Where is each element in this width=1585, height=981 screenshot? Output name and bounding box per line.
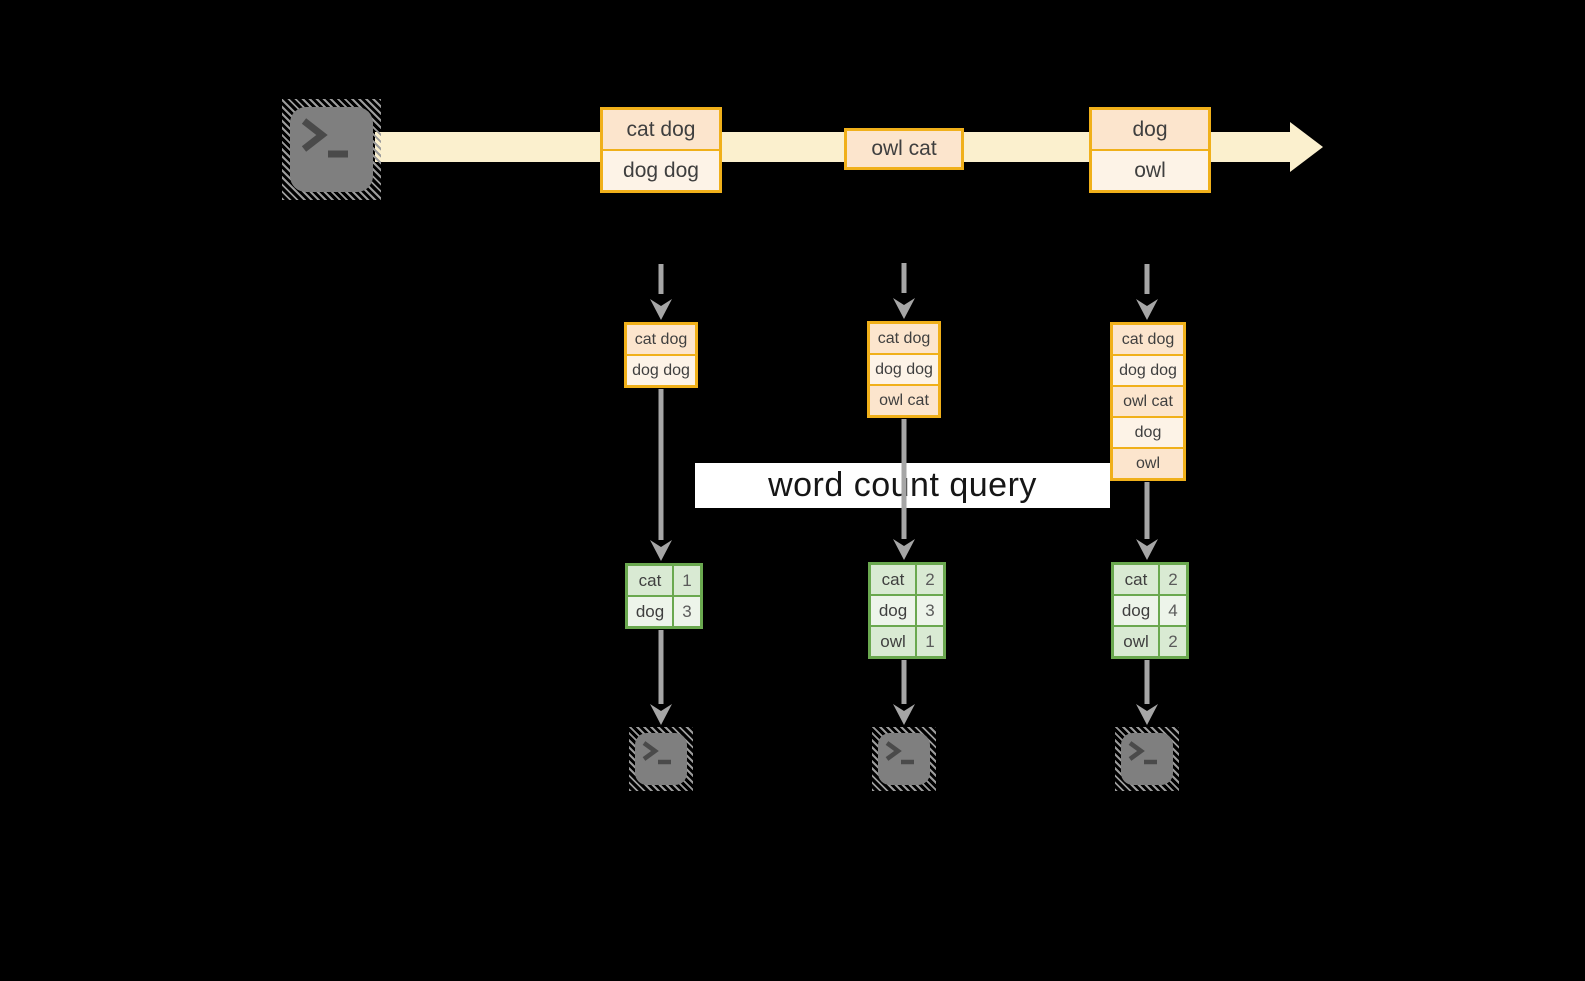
stream-row: cat dog [1113, 325, 1183, 354]
accumulated-stream-box-1: cat dog dog dog [624, 322, 698, 388]
count-word-cell: cat [871, 565, 915, 594]
terminal-icon-body [1121, 733, 1173, 785]
count-row: cat 1 [628, 566, 700, 595]
count-value-cell: 1 [674, 566, 700, 595]
stream-row: dog dog [870, 355, 938, 384]
count-row: cat 2 [871, 565, 943, 594]
stream-event-box-2: owl cat [844, 128, 964, 170]
terminal-icon-body [635, 733, 687, 785]
count-word-cell: owl [871, 627, 915, 656]
terminal-icon-body [878, 733, 930, 785]
count-word-cell: dog [628, 597, 672, 626]
count-table-3: cat 2 dog 4 owl 2 [1111, 562, 1189, 659]
terminal-icon-body [290, 107, 373, 192]
count-value-cell: 2 [1160, 627, 1186, 656]
count-row: owl 2 [1114, 627, 1186, 656]
query-result-arrows [650, 389, 1158, 561]
stream-row: dog dog [1113, 356, 1183, 385]
stream-event-box-1: cat dog dog dog [600, 107, 722, 193]
terminal-prompt-glyph [1128, 741, 1157, 765]
count-value-cell: 2 [1160, 565, 1186, 594]
stream-row: dog dog [627, 356, 695, 385]
terminal-output-icon-3 [1115, 727, 1179, 791]
terminal-output-icon-1 [629, 727, 693, 791]
accumulated-stream-box-3: cat dog dog dog owl cat dog owl [1110, 322, 1186, 481]
count-table-1: cat 1 dog 3 [625, 563, 703, 629]
count-row: dog 3 [628, 597, 700, 626]
count-row: owl 1 [871, 627, 943, 656]
terminal-prompt-glyph [642, 741, 671, 765]
stream-row: cat dog [870, 324, 938, 353]
count-table-2: cat 2 dog 3 owl 1 [868, 562, 946, 659]
count-row: cat 2 [1114, 565, 1186, 594]
stream-row: owl [1113, 449, 1183, 478]
output-arrows [650, 630, 1158, 725]
stream-event: dog [1092, 110, 1208, 149]
terminal-source-icon [282, 99, 381, 200]
stream-event-box-3: dog owl [1089, 107, 1211, 193]
terminal-output-icon-2 [872, 727, 936, 791]
count-value-cell: 1 [917, 627, 943, 656]
stream-event: cat dog [603, 110, 719, 149]
stream-event: owl [1092, 151, 1208, 190]
count-value-cell: 3 [917, 596, 943, 625]
stream-row: owl cat [870, 386, 938, 415]
stream-row: dog [1113, 418, 1183, 447]
count-value-cell: 2 [917, 565, 943, 594]
terminal-prompt-glyph [301, 118, 348, 158]
count-word-cell: owl [1114, 627, 1158, 656]
ingest-arrows-dashed [650, 263, 1158, 320]
stream-event: owl cat [847, 131, 961, 167]
count-row: dog 4 [1114, 596, 1186, 625]
stream-event: dog dog [603, 151, 719, 190]
count-row: dog 3 [871, 596, 943, 625]
accumulated-stream-box-2: cat dog dog dog owl cat [867, 321, 941, 418]
count-value-cell: 3 [674, 597, 700, 626]
stream-row: owl cat [1113, 387, 1183, 416]
count-word-cell: cat [628, 566, 672, 595]
count-word-cell: dog [871, 596, 915, 625]
stream-row: cat dog [627, 325, 695, 354]
terminal-prompt-glyph [885, 741, 914, 765]
count-value-cell: 4 [1160, 596, 1186, 625]
count-word-cell: cat [1114, 565, 1158, 594]
count-word-cell: dog [1114, 596, 1158, 625]
